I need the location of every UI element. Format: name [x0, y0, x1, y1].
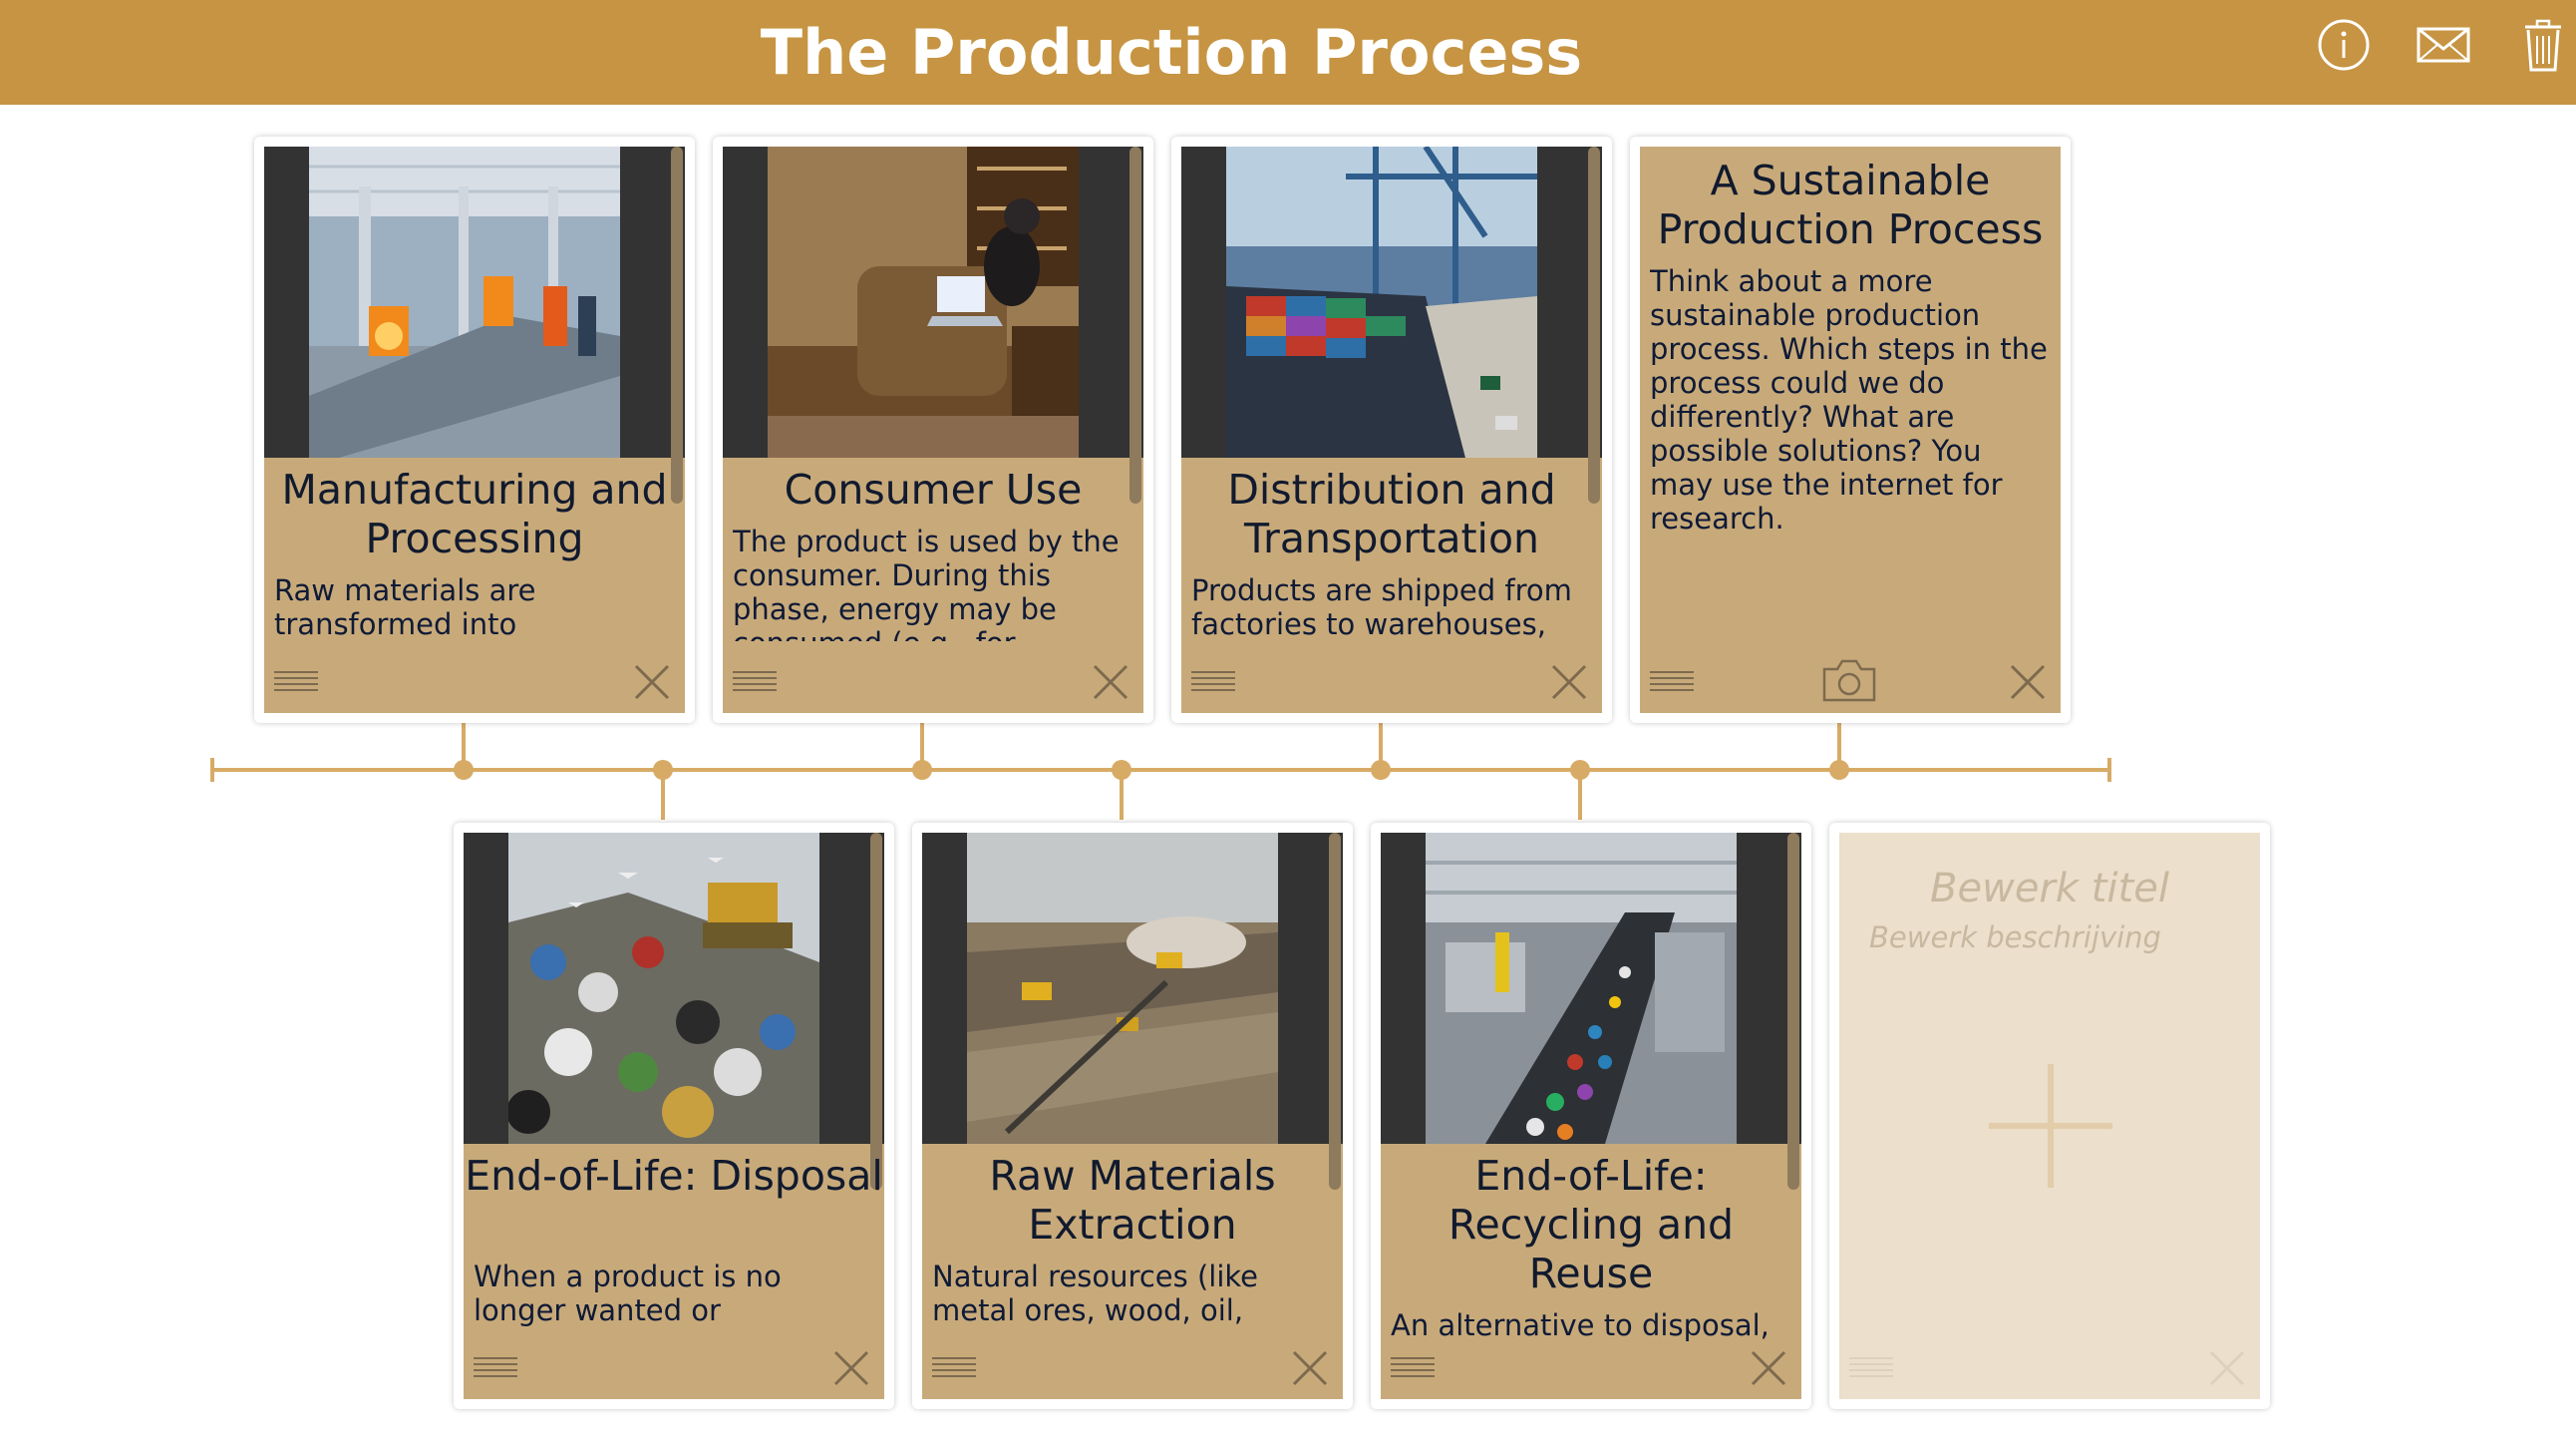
close-icon[interactable] [2009, 663, 2047, 701]
trash-icon[interactable] [2512, 14, 2574, 76]
description-scrollbar[interactable] [1329, 833, 1341, 1190]
container-port-photo [1181, 147, 1602, 458]
card-title[interactable]: Distribution and Transportation [1227, 466, 1556, 562]
card-title[interactable]: A Sustainable Production Process [1657, 157, 2044, 253]
close-icon[interactable] [1291, 1349, 1329, 1387]
close-icon[interactable] [1750, 1349, 1787, 1387]
drag-handle-icon[interactable] [733, 669, 777, 691]
card-title[interactable]: End-of-Life: Disposal [465, 1152, 883, 1200]
drag-handle-icon[interactable] [932, 1355, 976, 1377]
header-bar: The Production Process [0, 0, 2576, 105]
timeline-card-consumer-use[interactable]: Consumer Use The product is used by the … [713, 137, 1153, 723]
card-description[interactable]: Raw materials are transformed into [274, 573, 536, 641]
timeline-card-manufacturing[interactable]: Manufacturing and Processing Raw materia… [254, 137, 695, 723]
card-title[interactable]: Manufacturing and Processing [281, 466, 668, 562]
mine-photo [922, 833, 1343, 1144]
card-description[interactable]: When a product is no longer wanted or fu… [474, 1260, 782, 1327]
factory-robots-photo [264, 147, 685, 458]
drag-handle-icon[interactable] [274, 669, 318, 691]
drag-handle-icon[interactable] [1849, 1355, 1893, 1377]
timeline-card-sustainable[interactable]: A Sustainable Production Process Think a… [1630, 137, 2071, 723]
card-title-placeholder[interactable]: Bewerk titel [1930, 866, 2169, 911]
drag-handle-icon[interactable] [474, 1355, 517, 1377]
timeline-card-recycling[interactable]: End-of-Life: Recycling and Reuse An alte… [1371, 823, 1811, 1409]
mail-icon[interactable] [2413, 14, 2474, 76]
timeline-card-disposal[interactable]: End-of-Life: Disposal When a product is … [454, 823, 894, 1409]
card-description[interactable]: Natural resources (like metal ores, wood… [932, 1260, 1258, 1327]
description-scrollbar[interactable] [1588, 147, 1600, 504]
person-laptop-photo [723, 147, 1143, 458]
close-icon[interactable] [832, 1349, 870, 1387]
recycling-belt-photo [1381, 833, 1801, 1144]
description-scrollbar[interactable] [1787, 833, 1799, 1190]
timeline-card-raw-materials[interactable]: Raw Materials Extraction Natural resourc… [912, 823, 1353, 1409]
card-description[interactable]: Think about a more sustainable productio… [1650, 264, 2048, 536]
card-description[interactable]: An alternative to disposal, [1391, 1308, 1770, 1342]
card-title[interactable]: End-of-Life: Recycling and Reuse [1448, 1152, 1735, 1297]
card-description[interactable]: Products are shipped from factories to w… [1191, 573, 1572, 641]
close-icon[interactable] [2208, 1349, 2246, 1387]
drag-handle-icon[interactable] [1650, 669, 1694, 691]
landfill-photo [464, 833, 884, 1144]
description-scrollbar[interactable] [671, 147, 683, 504]
close-icon[interactable] [1092, 663, 1129, 701]
card-title[interactable]: Consumer Use [784, 466, 1083, 514]
description-scrollbar[interactable] [1129, 147, 1141, 504]
drag-handle-icon[interactable] [1191, 669, 1235, 691]
info-icon[interactable] [2313, 14, 2375, 76]
timeline-card-distribution[interactable]: Distribution and Transportation Products… [1171, 137, 1612, 723]
card-description-placeholder[interactable]: Bewerk beschrijving [1869, 920, 2161, 954]
close-icon[interactable] [633, 663, 671, 701]
card-description[interactable]: The product is used by the consumer. Dur… [733, 525, 1120, 641]
plus-icon[interactable] [1989, 1064, 2112, 1188]
add-card-placeholder[interactable]: Bewerk titel Bewerk beschrijving [1829, 823, 2270, 1409]
close-icon[interactable] [1550, 663, 1588, 701]
drag-handle-icon[interactable] [1391, 1355, 1435, 1377]
card-title[interactable]: Raw Materials Extraction [989, 1152, 1276, 1249]
page-title: The Production Process [760, 16, 1583, 89]
camera-icon[interactable] [1821, 657, 1877, 703]
description-scrollbar[interactable] [870, 833, 882, 1190]
